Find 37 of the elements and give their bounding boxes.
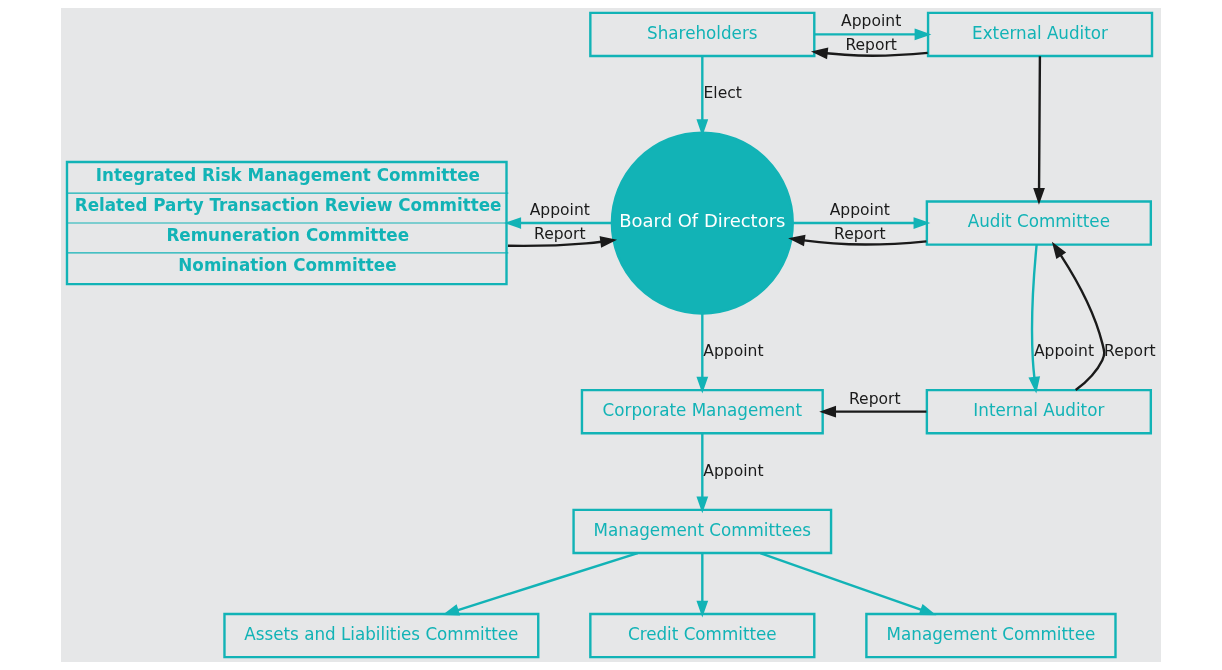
arrow	[696, 313, 709, 394]
arrow	[819, 405, 927, 418]
edge-label: Report	[849, 389, 901, 408]
arrow	[507, 236, 618, 248]
edge-label: Report	[845, 36, 897, 55]
arrow	[1033, 56, 1045, 205]
arrow	[1028, 244, 1041, 394]
node-box: Credit Committee	[589, 612, 816, 659]
arrow	[810, 47, 928, 60]
arrow	[759, 551, 937, 616]
edge-label: Report	[834, 225, 886, 244]
arrow	[442, 551, 639, 616]
edge-label: Report	[1104, 341, 1156, 360]
node-circle: Board Of Directors	[610, 131, 794, 315]
node-box: Audit Committee	[925, 200, 1152, 246]
edge-label: Appoint	[529, 201, 590, 220]
arrow	[696, 433, 709, 514]
node-box: Management Committees	[572, 508, 833, 555]
edge-label: Appoint	[703, 461, 764, 480]
edge-label: Elect	[703, 84, 742, 103]
arrow	[1051, 241, 1106, 391]
arrow	[814, 28, 932, 41]
edge-label: Appoint	[703, 341, 764, 360]
node-box: Internal Auditor	[925, 388, 1152, 435]
arrow	[792, 217, 931, 229]
edge-label: Appoint	[1033, 341, 1095, 360]
node-box: Corporate Management	[580, 388, 824, 435]
arrow	[696, 553, 709, 618]
edge-label: Appoint	[829, 201, 890, 220]
arrow	[788, 234, 927, 247]
arrow	[504, 217, 612, 229]
node-box: Management Committee	[865, 612, 1117, 659]
node-box: External Auditor	[926, 11, 1154, 58]
node-box: Shareholders	[589, 11, 816, 58]
node-box: Assets and Liabilities Committee	[223, 612, 540, 659]
edge-label: Appoint	[841, 12, 902, 31]
edge-label: Report	[534, 225, 586, 244]
